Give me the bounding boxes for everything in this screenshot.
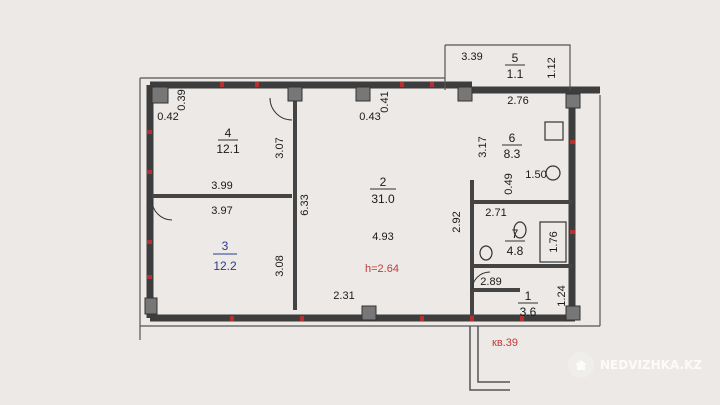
room-2-number: 2 [380, 175, 387, 189]
room-5-number: 5 [512, 51, 519, 65]
door-swings [151, 97, 491, 291]
dim-3-07: 3.07 [274, 137, 286, 158]
ceiling-height: h=2.64 [365, 263, 399, 275]
dim-1-24: 1.24 [556, 285, 568, 306]
room-2-area: 31.0 [371, 192, 395, 206]
dim-1-50: 1.50 [525, 169, 546, 181]
dim-0-41: 0.41 [379, 91, 391, 112]
house-icon [568, 352, 594, 378]
dim-3-08: 3.08 [274, 255, 286, 276]
dim-3-39: 3.39 [461, 51, 482, 63]
dim-0-39: 0.39 [176, 89, 188, 110]
dim-2-92: 2.92 [451, 211, 463, 232]
watermark-text: NEDVIZHKA.KZ [600, 358, 703, 372]
room-5-area: 1.1 [507, 67, 524, 81]
dim-3-97: 3.97 [211, 205, 232, 217]
columns [144, 86, 581, 321]
watermark: NEDVIZHKA.KZ [568, 349, 713, 381]
room-4-area: 12.1 [216, 142, 240, 156]
dim-2-71: 2.71 [485, 207, 506, 219]
outer-outline [139, 44, 601, 340]
room-7-area: 4.8 [507, 244, 524, 258]
dim-0-42: 0.42 [157, 111, 178, 123]
dim-2-89: 2.89 [480, 276, 501, 288]
dim-4-93: 4.93 [372, 231, 393, 243]
room-3-area: 12.2 [213, 259, 237, 273]
room-7-number: 7 [512, 227, 519, 241]
dim-6-33: 6.33 [299, 194, 311, 215]
room-1-number: 1 [525, 289, 532, 303]
dim-0-49: 0.49 [503, 173, 515, 194]
dim-0-43: 0.43 [359, 111, 380, 123]
dim-2-76: 2.76 [507, 95, 528, 107]
interior-walls [152, 90, 572, 318]
dim-1-12: 1.12 [546, 57, 558, 78]
room-3-number: 3 [222, 239, 229, 253]
bathroom-fixtures [479, 121, 567, 263]
dim-1-76: 1.76 [548, 231, 560, 252]
room-6-number: 6 [509, 131, 516, 145]
room-6-area: 8.3 [504, 147, 521, 161]
dim-2-31: 2.31 [333, 290, 354, 302]
room-4-number: 4 [225, 126, 232, 140]
dim-3-17: 3.17 [477, 136, 489, 157]
dim-3-99: 3.99 [211, 180, 232, 192]
entrance-corridor [469, 326, 510, 391]
wall-marks [147, 82, 575, 321]
room-1-area: 3.6 [520, 305, 537, 319]
apartment-label: кв.39 [492, 337, 518, 349]
